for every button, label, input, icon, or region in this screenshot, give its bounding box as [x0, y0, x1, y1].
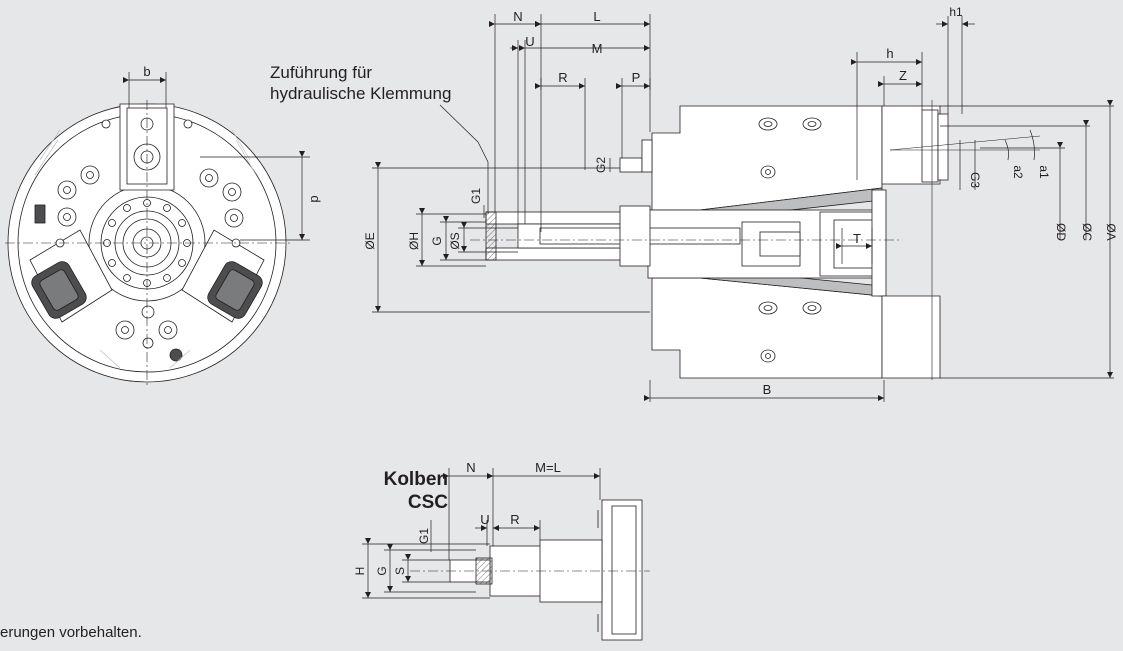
hydraulic-supply-callout: Zuführung für hydraulische Klemmung	[270, 62, 451, 104]
dim-Z: Z	[899, 68, 907, 83]
dim-h: h	[886, 46, 893, 61]
front-dimensions	[123, 72, 310, 241]
marking-plate	[34, 204, 46, 224]
dim-h1: h1	[949, 5, 963, 19]
dim-G1: G1	[469, 188, 483, 204]
side-dimensions	[372, 14, 1114, 402]
dim-A: ØA	[1104, 223, 1118, 240]
body-screws	[758, 117, 822, 363]
dim-U: U	[525, 34, 534, 49]
piston-title-line-2: CSC	[407, 492, 448, 513]
supply-port	[619, 157, 643, 173]
piston-view	[410, 499, 650, 641]
dim-T: T	[853, 231, 861, 246]
footnote: erungen vorbehalten.	[0, 624, 142, 641]
callout-line-1: Zuführung für	[270, 63, 373, 82]
dim-B: B	[763, 382, 772, 397]
dim-E: ØE	[363, 232, 377, 249]
dim-a1: a1	[1037, 165, 1051, 179]
dim-L: L	[593, 9, 600, 24]
right-jaw	[207, 261, 263, 319]
dim-a2: a2	[1011, 165, 1025, 179]
dim-H: ØH	[407, 232, 421, 250]
dim-N: N	[513, 9, 522, 24]
dim-C: ØC	[1080, 223, 1094, 241]
piston-title-line-1: Kolben	[383, 469, 448, 490]
piston-dim-S: S	[393, 567, 407, 575]
dim-b: b	[143, 64, 150, 79]
front-center-lines	[5, 100, 290, 385]
piston-dim-U: U	[480, 512, 489, 527]
dim-R: R	[558, 70, 567, 85]
drawbar-head	[759, 231, 801, 257]
piston-dim-G1: G1	[417, 528, 431, 544]
surface-lines	[34, 129, 257, 369]
piston-title: Kolben CSC	[346, 468, 448, 514]
dim-p: p	[306, 195, 321, 202]
dim-G2: G2	[594, 157, 608, 173]
left-jaw	[31, 261, 87, 319]
piston-dim-R: R	[510, 512, 519, 527]
front-plate	[871, 189, 887, 297]
callout-line-2: hydraulische Klemmung	[270, 84, 452, 103]
bottom-jaw	[881, 295, 941, 379]
peripheral-screws	[55, 119, 244, 362]
dim-M: M	[592, 41, 603, 56]
dim-P: P	[632, 70, 641, 85]
dim-D: ØD	[1054, 223, 1068, 241]
dim-G: G	[430, 236, 444, 245]
dim-G3: G3	[968, 172, 982, 188]
front-view	[5, 100, 290, 385]
dim-S: ØS	[448, 232, 462, 249]
piston-dim-G: G	[375, 566, 389, 575]
piston-dim-N: N	[466, 460, 475, 475]
side-view	[470, 100, 949, 380]
piston-dim-H: H	[353, 567, 367, 576]
chuck-body-lower	[651, 277, 883, 379]
piston-dimensions	[362, 468, 601, 599]
piston-dim-ML: M=L	[535, 460, 561, 475]
